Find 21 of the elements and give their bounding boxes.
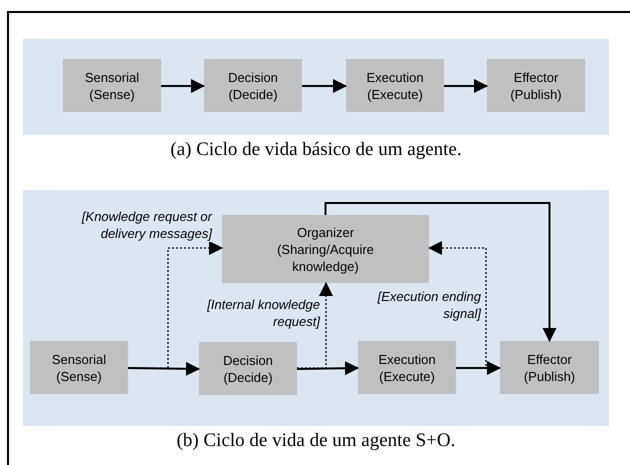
- process-box: Effector (Publish): [500, 341, 599, 394]
- process-box: Sensorial (Sense): [63, 59, 161, 112]
- process-box: Execution (Execute): [346, 59, 444, 112]
- arrow: [128, 362, 200, 376]
- arrow: [297, 282, 333, 369]
- arrow: [128, 241, 223, 369]
- panel-caption: (b) Ciclo de vida de um agente S+O.: [176, 429, 456, 453]
- arrow: [296, 361, 359, 376]
- process-box: Execution (Execute): [358, 341, 456, 394]
- arrow: [444, 79, 488, 93]
- arrow: [161, 79, 205, 93]
- process-box: Sensorial (Sense): [30, 341, 128, 394]
- arrow: [302, 79, 347, 93]
- panel-caption: (a) Ciclo de vida básico de um agente.: [169, 138, 463, 162]
- arrow: [428, 241, 487, 369]
- process-box: Decision (Decide): [204, 59, 302, 112]
- process-box: Effector (Publish): [487, 59, 585, 112]
- process-box: Organizer (Sharing/Acquire knowledge): [222, 215, 429, 283]
- arrow: [456, 361, 501, 375]
- arrow: [324, 202, 556, 342]
- process-box: Decision (Decide): [199, 342, 297, 395]
